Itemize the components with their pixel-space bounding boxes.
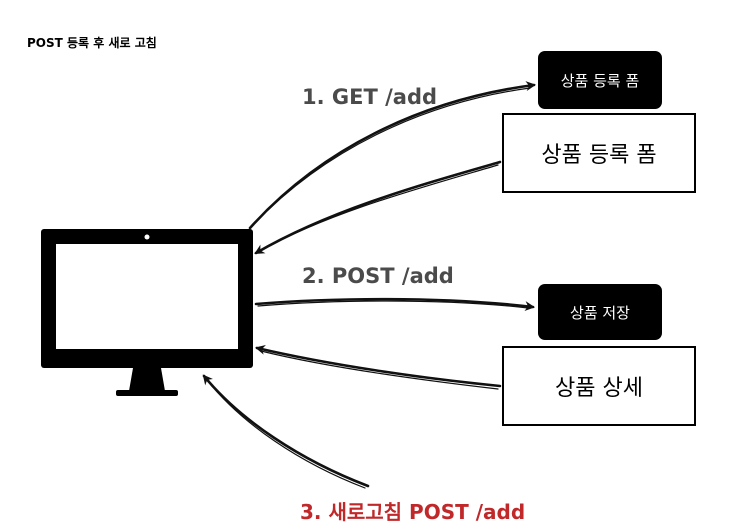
detail-page-label: 상품 상세: [555, 376, 643, 401]
detail-page-box: 상품 상세: [502, 346, 696, 426]
form-page-box: 상품 등록 폼: [502, 113, 696, 193]
arrow-detail-response: [255, 344, 502, 390]
form-page-label: 상품 등록 폼: [541, 143, 657, 168]
form-tab-box: 상품 등록 폼: [538, 51, 662, 109]
step3-label: 3. 새로고침 POST /add: [300, 500, 526, 524]
arrow-refresh-post: [202, 374, 370, 489]
save-tab-box: 상품 저장: [538, 284, 662, 340]
step2-label: 2. POST /add: [302, 264, 454, 288]
arrow-form-response: [254, 160, 502, 255]
save-tab-label: 상품 저장: [570, 303, 630, 322]
arrow-post-request: [254, 297, 535, 312]
computer-monitor-icon: [41, 229, 253, 396]
arrow-get-request: [248, 81, 536, 230]
page-title: POST 등록 후 새로 고침: [27, 36, 157, 50]
form-tab-label: 상품 등록 폼: [560, 71, 640, 90]
step1-label: 1. GET /add: [302, 85, 438, 109]
